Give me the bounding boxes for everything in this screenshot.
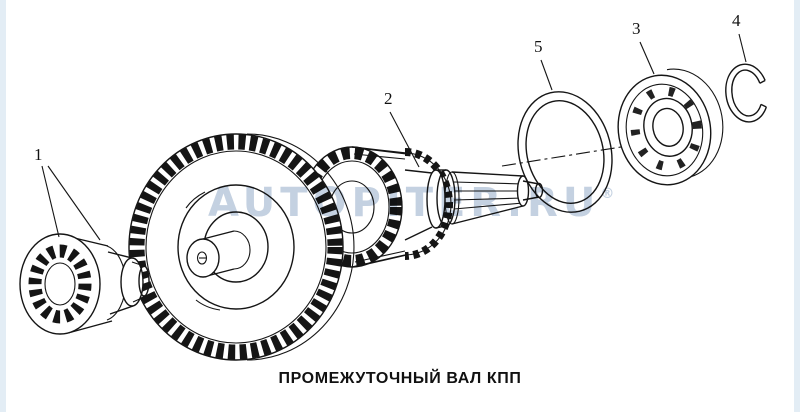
bearing-thickness: [666, 68, 724, 179]
diagram-caption: ПРОМЕЖУТОЧНЫЙ ВАЛ КПП: [278, 370, 522, 387]
part-label-3: 3: [632, 19, 641, 38]
leader-line-1a: [41, 165, 60, 238]
big-gear: [128, 133, 355, 361]
big-gear-rim-thickness: [246, 133, 355, 361]
small-gear-teeth: [302, 147, 402, 267]
left-edge-strip: [0, 0, 6, 412]
big-gear-teeth: [129, 134, 343, 360]
part1-splined-coupling: [19, 233, 150, 335]
part-label-1: 1: [34, 145, 43, 164]
bearing-balls: [630, 86, 702, 171]
part5-ring: [517, 91, 613, 213]
small-gear-teeth-edge: [404, 148, 453, 260]
leader-line-2: [389, 111, 420, 168]
part-label-5: 5: [534, 37, 543, 56]
leader-line-3: [639, 41, 655, 75]
part3-bearing: [617, 68, 724, 186]
splined-shaft: [444, 171, 544, 225]
leader-line-1b: [47, 165, 101, 241]
leader-line-4: [738, 33, 747, 63]
right-edge-strip: [794, 0, 800, 412]
part4-snap-ring: [725, 63, 768, 123]
internal-splines: [28, 244, 92, 324]
leader-line-5: [540, 59, 553, 91]
gear-hub: [186, 230, 251, 278]
part-label-4: 4: [732, 11, 741, 30]
part-label-2: 2: [384, 89, 393, 108]
